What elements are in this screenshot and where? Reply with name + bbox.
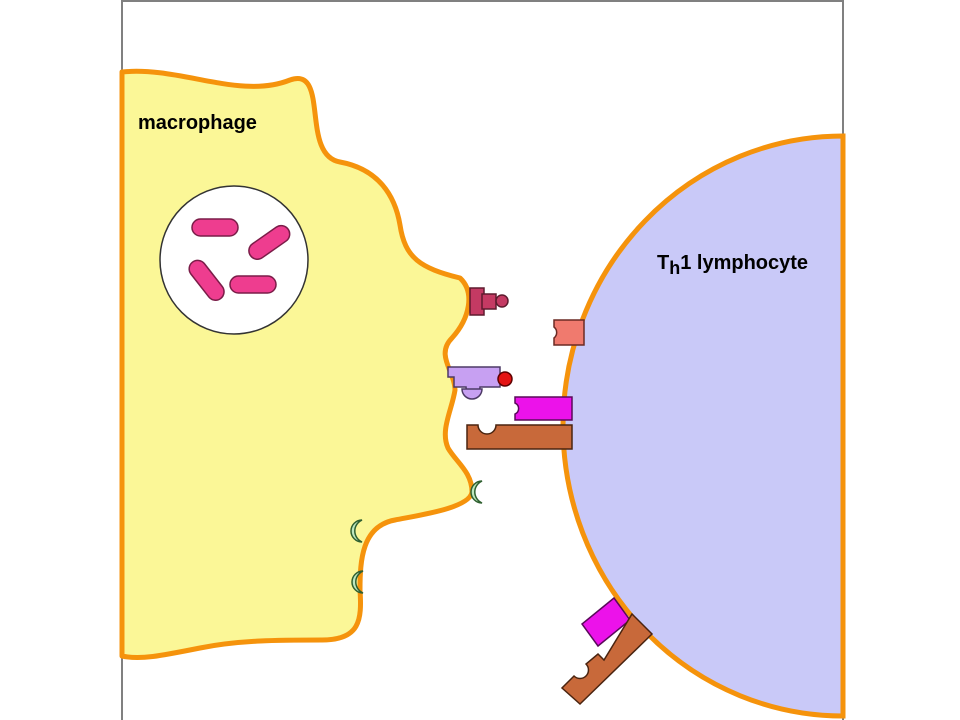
lymphocyte-label-suffix: 1 lymphocyte xyxy=(680,252,808,274)
bacterium-icon xyxy=(188,259,225,301)
lymphocyte-label-prefix: T xyxy=(657,252,669,274)
costim-receptor-icon xyxy=(351,570,364,594)
mhc-class1-molecule xyxy=(469,287,509,316)
mhc-class2-molecule xyxy=(447,366,513,400)
lower-receptor-group xyxy=(560,596,654,706)
mhc-class2-bottom-knob xyxy=(461,388,483,400)
mhc-class1-knob xyxy=(495,294,509,308)
macrophage-cell xyxy=(119,68,475,661)
lymphocyte-label-subscript: h xyxy=(669,258,680,278)
lymphocyte-label: Th1 lymphocyte xyxy=(657,252,808,278)
bacterium-icon xyxy=(229,275,277,294)
cd-coreceptor xyxy=(466,424,573,450)
costim-receptor-icon xyxy=(470,480,483,504)
bacterium-icon xyxy=(248,224,291,260)
lymphocyte-receptor-small xyxy=(553,319,585,346)
mhc-class1-body xyxy=(481,293,497,310)
tcr-receptor xyxy=(514,396,573,421)
antigen-peptide-icon xyxy=(497,371,513,387)
bacterium-icon xyxy=(191,218,239,237)
macrophage-label: macrophage xyxy=(138,112,257,134)
tcr-receptor-lower xyxy=(580,596,632,648)
cd-coreceptor-lower xyxy=(560,612,654,706)
phagosome-vacuole xyxy=(159,185,309,335)
costim-receptor-icon xyxy=(350,519,363,543)
bacteria-group xyxy=(188,218,291,301)
